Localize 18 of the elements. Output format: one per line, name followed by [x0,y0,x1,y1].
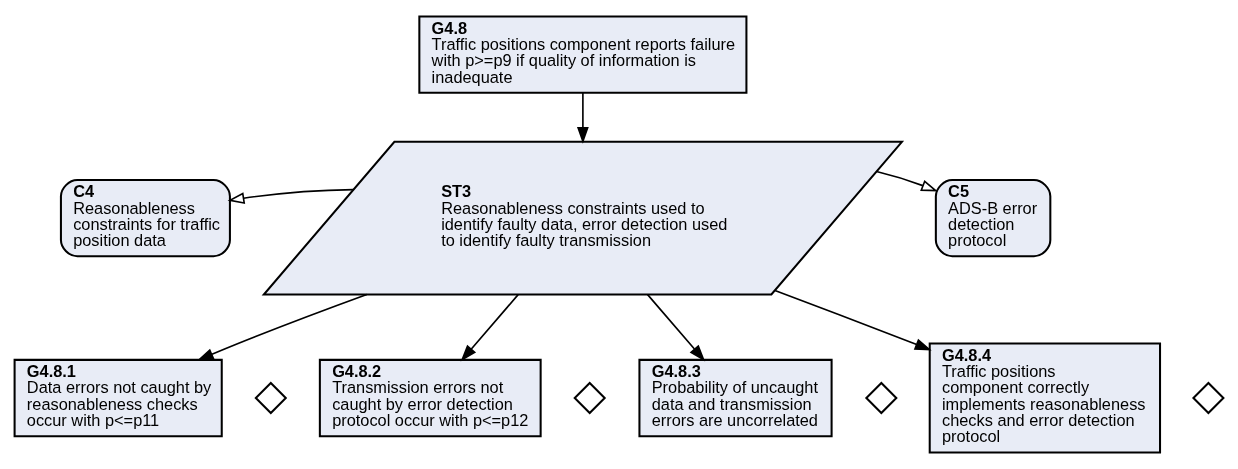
node-diamond [864,381,898,415]
node-box: C4 Reasonableness constraints for traffic position data [59,178,231,258]
arrow [196,293,368,361]
arrow [875,170,939,192]
arrow [646,293,706,362]
arrow [460,293,519,362]
node-box: G4.8.2 Transmission errors not caught by error detection protocol occur with p<=p12 [318,358,542,438]
node-box: G4.8.1 Data errors not caught by reasonableness checks occur with p<=p11 [13,358,223,438]
node-box: C5 ADS-B error detection protocol [934,178,1052,258]
node-diamond [1191,381,1225,415]
node-box: G4.8.4 Traffic positions component correctly implements reasonableness checks and error detection protocol [928,342,1162,454]
arrow [576,92,589,144]
node-box: G4.8 Traffic positions component reports failure with p>=p9 if quality of information is inadequate [418,15,748,94]
node-diamond [573,381,607,415]
node-box: G4.8.3 Probability of uncaught data and transmission errors are uncorrelated [638,358,833,438]
arrow [774,289,932,351]
node-diamond [254,381,288,415]
arrow [227,188,355,204]
